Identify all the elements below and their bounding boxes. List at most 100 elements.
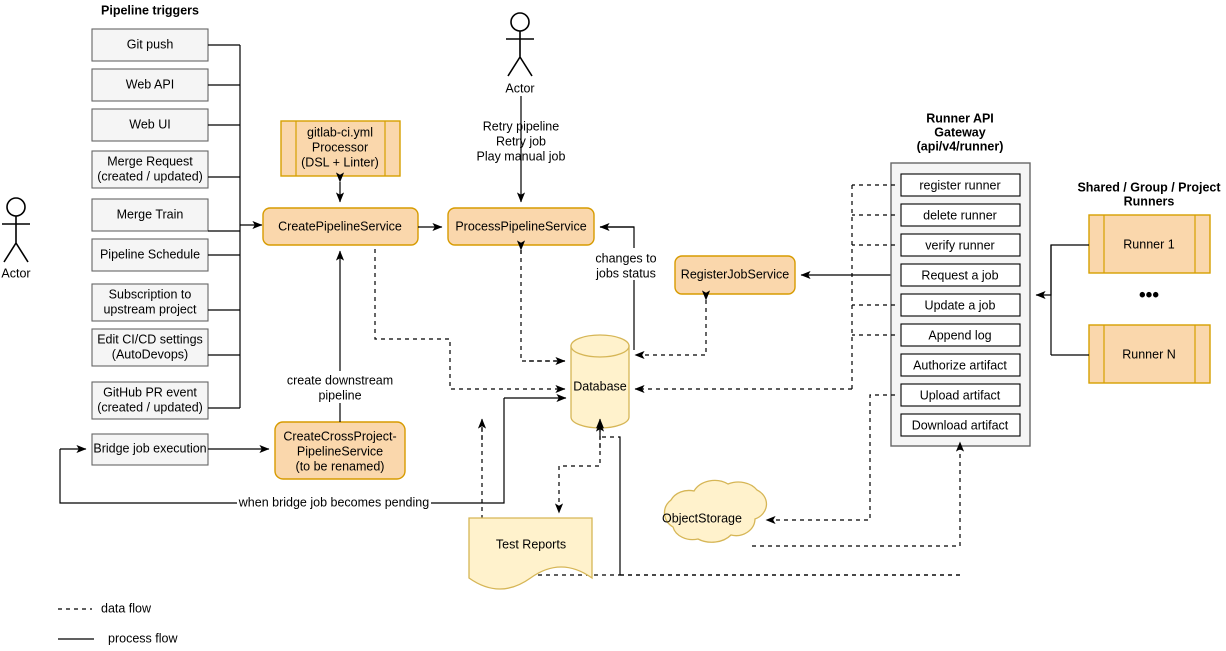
gateway-title-line2: Gateway xyxy=(934,125,985,139)
runner-label: Runner 1 xyxy=(1123,237,1174,251)
actor-left: Actor xyxy=(1,197,31,280)
runners-title: Shared / Group / Project Runners xyxy=(1077,180,1221,208)
create-cross-project-pipeline-service[interactable]: CreateCrossProject- PipelineService (to … xyxy=(274,421,406,480)
gitlab-ci-yml-processor[interactable]: gitlab-ci.yml Processor (DSL + Linter) xyxy=(280,120,401,177)
api-endpoint-label: Authorize artifact xyxy=(913,358,1007,372)
changes-line2: jobs status xyxy=(595,266,656,280)
api-endpoint-download-artifact[interactable]: Download artifact xyxy=(900,413,1021,437)
api-endpoint-update-a-job[interactable]: Update a job xyxy=(900,293,1021,317)
trigger-label: Merge Request xyxy=(107,154,193,168)
downstream-line1: create downstream xyxy=(287,373,393,387)
trigger-bridge-job-execution[interactable]: Bridge job execution xyxy=(91,433,209,466)
changes-to-jobs-status-edge: changes to jobs status xyxy=(583,222,669,350)
trigger-label: GitHub PR event xyxy=(103,385,197,399)
api-endpoint-label: Append log xyxy=(928,328,991,342)
database-store[interactable]: Database xyxy=(570,334,630,429)
objectstorage-to-download-artifact-edge xyxy=(752,441,965,547)
object-storage-store[interactable]: ObjectStorage xyxy=(662,479,768,543)
runners-title-line2: Runners xyxy=(1124,194,1175,208)
gateway-database-dashed-bus xyxy=(634,184,895,394)
api-endpoint-append-log[interactable]: Append log xyxy=(900,323,1021,347)
api-endpoint-request-a-job[interactable]: Request a job xyxy=(900,263,1021,287)
legend: data flow process flow xyxy=(58,601,178,645)
api-endpoint-label: delete runner xyxy=(923,208,997,222)
process-pipeline-label: ProcessPipelineService xyxy=(455,219,586,233)
api-endpoint-delete-runner[interactable]: delete runner xyxy=(900,203,1021,227)
legend-data-flow-label: data flow xyxy=(101,601,152,615)
createpipeline-to-database-edge xyxy=(374,249,566,394)
trigger-pipeline-schedule[interactable]: Pipeline Schedule xyxy=(91,238,209,272)
actor-left-label: Actor xyxy=(1,266,30,280)
database-label: Database xyxy=(573,379,627,393)
api-endpoint-label: Request a job xyxy=(921,268,998,282)
crossproject-line2: PipelineService xyxy=(297,444,383,458)
trigger-label: Subscription to xyxy=(109,287,192,301)
bridge-pending-edge: when bridge job becomes pending xyxy=(59,393,567,511)
api-endpoint-register-runner[interactable]: register runner xyxy=(900,173,1021,197)
registerjob-database-edge xyxy=(634,290,711,360)
retry-line1: Retry pipeline xyxy=(483,119,559,133)
api-endpoint-verify-runner[interactable]: verify runner xyxy=(900,233,1021,257)
test-reports-label: Test Reports xyxy=(496,537,566,551)
trigger-label: Pipeline Schedule xyxy=(100,247,200,261)
database-to-testreports-edge xyxy=(554,419,601,514)
api-endpoint-label: Upload artifact xyxy=(920,388,1001,402)
downstream-line2: pipeline xyxy=(318,388,361,402)
runner-1[interactable]: Runner 1 xyxy=(1088,214,1211,274)
trigger-label: Edit CI/CD settings xyxy=(97,332,203,346)
triggers-heading: Pipeline triggers xyxy=(101,3,199,17)
retry-line3: Play manual job xyxy=(477,149,566,163)
legend-process-flow-label: process flow xyxy=(108,631,178,645)
trigger-web-api[interactable]: Web API xyxy=(91,68,209,102)
api-endpoint-label: Update a job xyxy=(925,298,996,312)
downstream-label: create downstream pipeline xyxy=(287,371,394,403)
trigger-subscription-upstream[interactable]: Subscription to upstream project xyxy=(91,283,209,322)
runner-n[interactable]: Runner N xyxy=(1088,324,1211,384)
crossproject-line3: (to be renamed) xyxy=(296,459,385,473)
trigger-label: Web UI xyxy=(129,117,170,131)
trigger-label-2: upstream project xyxy=(103,302,197,316)
test-reports-store[interactable]: Test Reports xyxy=(468,517,593,590)
trigger-label: Git push xyxy=(127,37,174,51)
changes-line1: changes to xyxy=(595,251,656,265)
trigger-label: Bridge job execution xyxy=(93,441,206,455)
processor-line3: (DSL + Linter) xyxy=(301,155,379,169)
trigger-edit-cicd-settings[interactable]: Edit CI/CD settings (AutoDevops) xyxy=(91,328,209,367)
processor-line2: Processor xyxy=(312,140,368,154)
upload-artifact-to-objectstorage-edge xyxy=(765,394,895,525)
gateway-title-line1: Runner API xyxy=(926,111,994,125)
register-job-label: RegisterJobService xyxy=(681,267,789,281)
api-endpoint-label: register runner xyxy=(919,178,1000,192)
trigger-label-2: (created / updated) xyxy=(97,169,203,183)
trigger-label-2: (created / updated) xyxy=(97,400,203,414)
bridge-pending-label: when bridge job becomes pending xyxy=(238,495,429,509)
trigger-merge-train[interactable]: Merge Train xyxy=(91,198,209,232)
runner-api-gateway-title: Runner API Gateway (api/v4/runner) xyxy=(917,111,1004,153)
trigger-git-push[interactable]: Git push xyxy=(91,28,209,62)
runners-title-line1: Shared / Group / Project xyxy=(1077,180,1221,194)
trigger-label: Merge Train xyxy=(117,207,184,221)
api-endpoint-upload-artifact[interactable]: Upload artifact xyxy=(900,383,1021,407)
database-to-processpipeline-edge-segment xyxy=(520,250,565,362)
api-endpoint-label: verify runner xyxy=(925,238,994,252)
actor-top: Actor xyxy=(505,12,535,95)
object-storage-label: ObjectStorage xyxy=(662,511,742,525)
create-pipeline-service[interactable]: CreatePipelineService xyxy=(262,207,419,246)
process-pipeline-service[interactable]: ProcessPipelineService xyxy=(447,207,595,246)
gateway-title-line3: (api/v4/runner) xyxy=(917,139,1004,153)
trigger-web-ui[interactable]: Web UI xyxy=(91,108,209,142)
runners-ellipsis: ••• xyxy=(1139,285,1159,306)
crossproject-line1: CreateCrossProject- xyxy=(283,429,396,443)
retry-line2: Retry job xyxy=(496,134,546,148)
create-pipeline-label: CreatePipelineService xyxy=(278,219,402,233)
api-endpoint-label: Download artifact xyxy=(912,418,1009,432)
api-endpoint-authorize-artifact[interactable]: Authorize artifact xyxy=(900,353,1021,377)
runners-to-gateway-edges xyxy=(1035,244,1089,356)
runner-label: Runner N xyxy=(1122,347,1176,361)
trigger-label: Web API xyxy=(126,77,174,91)
register-job-service[interactable]: RegisterJobService xyxy=(674,255,796,295)
trigger-github-pr-event[interactable]: GitHub PR event (created / updated) xyxy=(91,381,209,420)
trigger-merge-request[interactable]: Merge Request (created / updated) xyxy=(91,150,209,189)
